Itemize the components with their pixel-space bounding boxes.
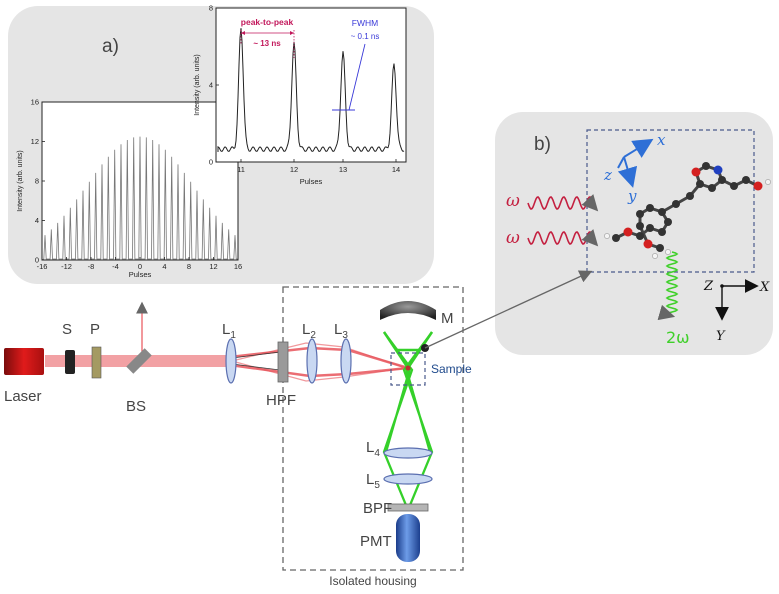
panel-a-label: a) <box>102 36 119 57</box>
omega-wave-bottom <box>527 229 599 247</box>
l1-label: L1 <box>222 321 236 341</box>
inset-y-label: Intensity (arb. units) <box>194 54 201 115</box>
lab-axis-z: Z <box>703 279 714 294</box>
isolated-housing-box <box>282 286 464 571</box>
zoom-pointer-arrow <box>424 270 593 349</box>
sample-box <box>390 352 426 386</box>
l3-label: L3 <box>334 321 348 341</box>
main-x-tick-label: -12 <box>61 262 72 271</box>
omega-label-top: ω <box>506 191 520 211</box>
hpf-label: HPF <box>266 392 296 409</box>
main-y-tick-label: 12 <box>31 137 39 146</box>
l5-label: L5 <box>366 471 380 491</box>
pmt-label: PMT <box>360 533 392 550</box>
band-pass-filter <box>387 503 429 512</box>
isolated-housing-label: Isolated housing <box>329 574 416 588</box>
polarizer <box>91 346 102 379</box>
main-x-tick-label: 8 <box>187 262 191 271</box>
main-x-tick-label: -8 <box>88 262 95 271</box>
mol-axis-z: z <box>603 166 612 184</box>
sample-label: Sample <box>431 362 472 376</box>
beamsplitter <box>126 348 152 374</box>
peak-to-peak-value: ~ 13 ns <box>253 39 281 48</box>
lab-axis-x: X <box>759 280 770 295</box>
main-pulse-chart: 0 4 8 12 16 -16 -12 -8 -4 0 4 8 12 16 Pulses Intensi… <box>17 98 242 280</box>
main-x-label: Pulses <box>129 270 152 279</box>
inset-y-ticks: 0 4 8 <box>209 4 219 167</box>
main-x-tick-label: 16 <box>234 262 242 271</box>
two-omega-label: 2ω <box>666 328 690 347</box>
lens-l2 <box>306 338 318 384</box>
fwhm-title: FWHM <box>352 18 378 28</box>
main-y-tick-label: 0 <box>35 256 39 265</box>
omega-label-bottom: ω <box>506 228 520 248</box>
mol-axis-y: y <box>627 187 637 205</box>
mirror-label: M <box>441 310 454 327</box>
inset-y-tick-label: 8 <box>209 4 213 13</box>
main-y-tick-label: 8 <box>35 177 39 186</box>
main-x-ticks: -16 -12 -8 -4 0 4 8 12 16 <box>37 257 242 271</box>
inset-x-ticks: 11 12 13 14 <box>237 159 400 174</box>
lens-l3 <box>340 338 352 384</box>
lens-l5 <box>383 473 433 485</box>
main-x-tick-label: 12 <box>209 262 217 271</box>
concave-mirror <box>380 301 436 320</box>
laser-label: Laser <box>4 388 42 405</box>
inset-x-tick-label: 13 <box>339 165 347 174</box>
inset-pulse-trace <box>217 28 405 153</box>
inset-x-tick-label: 12 <box>290 165 298 174</box>
fwhm-value: ~ 0.1 ns <box>351 32 380 41</box>
inset-x-tick-label: 11 <box>237 165 245 174</box>
second-harmonic-wave <box>657 251 679 321</box>
inset-x-label: Pulses <box>300 177 323 186</box>
panel-b-label: b) <box>534 134 551 155</box>
inset-y-tick-label: 0 <box>209 158 213 167</box>
green-beam-down <box>382 331 434 511</box>
main-y-ticks: 0 4 8 12 16 <box>31 98 45 265</box>
main-pulse-trace <box>41 136 238 261</box>
inset-y-tick-label: 4 <box>209 81 213 90</box>
beamsplitter-label: BS <box>126 398 146 415</box>
main-x-tick-label: -16 <box>37 262 48 271</box>
sample-focus <box>405 365 411 371</box>
laser-source <box>4 348 44 375</box>
main-x-tick-label: 4 <box>162 262 166 271</box>
main-y-tick-label: 16 <box>31 98 39 107</box>
polarizer-label: P <box>90 321 100 338</box>
photomultiplier-tube <box>396 514 420 562</box>
peak-to-peak-title: peak-to-peak <box>241 17 294 27</box>
main-x-tick-label: -4 <box>112 262 119 271</box>
bpf-label: BPF <box>363 500 392 517</box>
l4-label: L4 <box>366 439 380 459</box>
omega-wave-top <box>527 194 599 212</box>
shutter <box>65 350 75 374</box>
main-y-label: Intensity (arb. units) <box>17 150 24 211</box>
shutter-label: S <box>62 321 72 338</box>
main-y-tick-label: 4 <box>35 216 39 225</box>
molecule-atoms <box>604 162 771 259</box>
lens-l4 <box>383 447 433 459</box>
inset-x-tick-label: 14 <box>392 165 400 174</box>
lab-axes: X Y Z <box>703 279 770 344</box>
l2-label: L2 <box>302 321 316 341</box>
lens-l1 <box>225 338 237 384</box>
inset-pulse-chart: 0 4 8 11 12 13 14 Pulses Intensity (arb. unit… <box>194 4 407 186</box>
molecule-axes: x y z <box>603 131 666 205</box>
main-x-tick-label: 0 <box>138 262 142 271</box>
high-pass-filter <box>277 341 289 383</box>
main-chart-frame <box>41 101 239 261</box>
lab-axis-y: Y <box>716 329 726 344</box>
mol-axis-x: x <box>657 131 666 149</box>
